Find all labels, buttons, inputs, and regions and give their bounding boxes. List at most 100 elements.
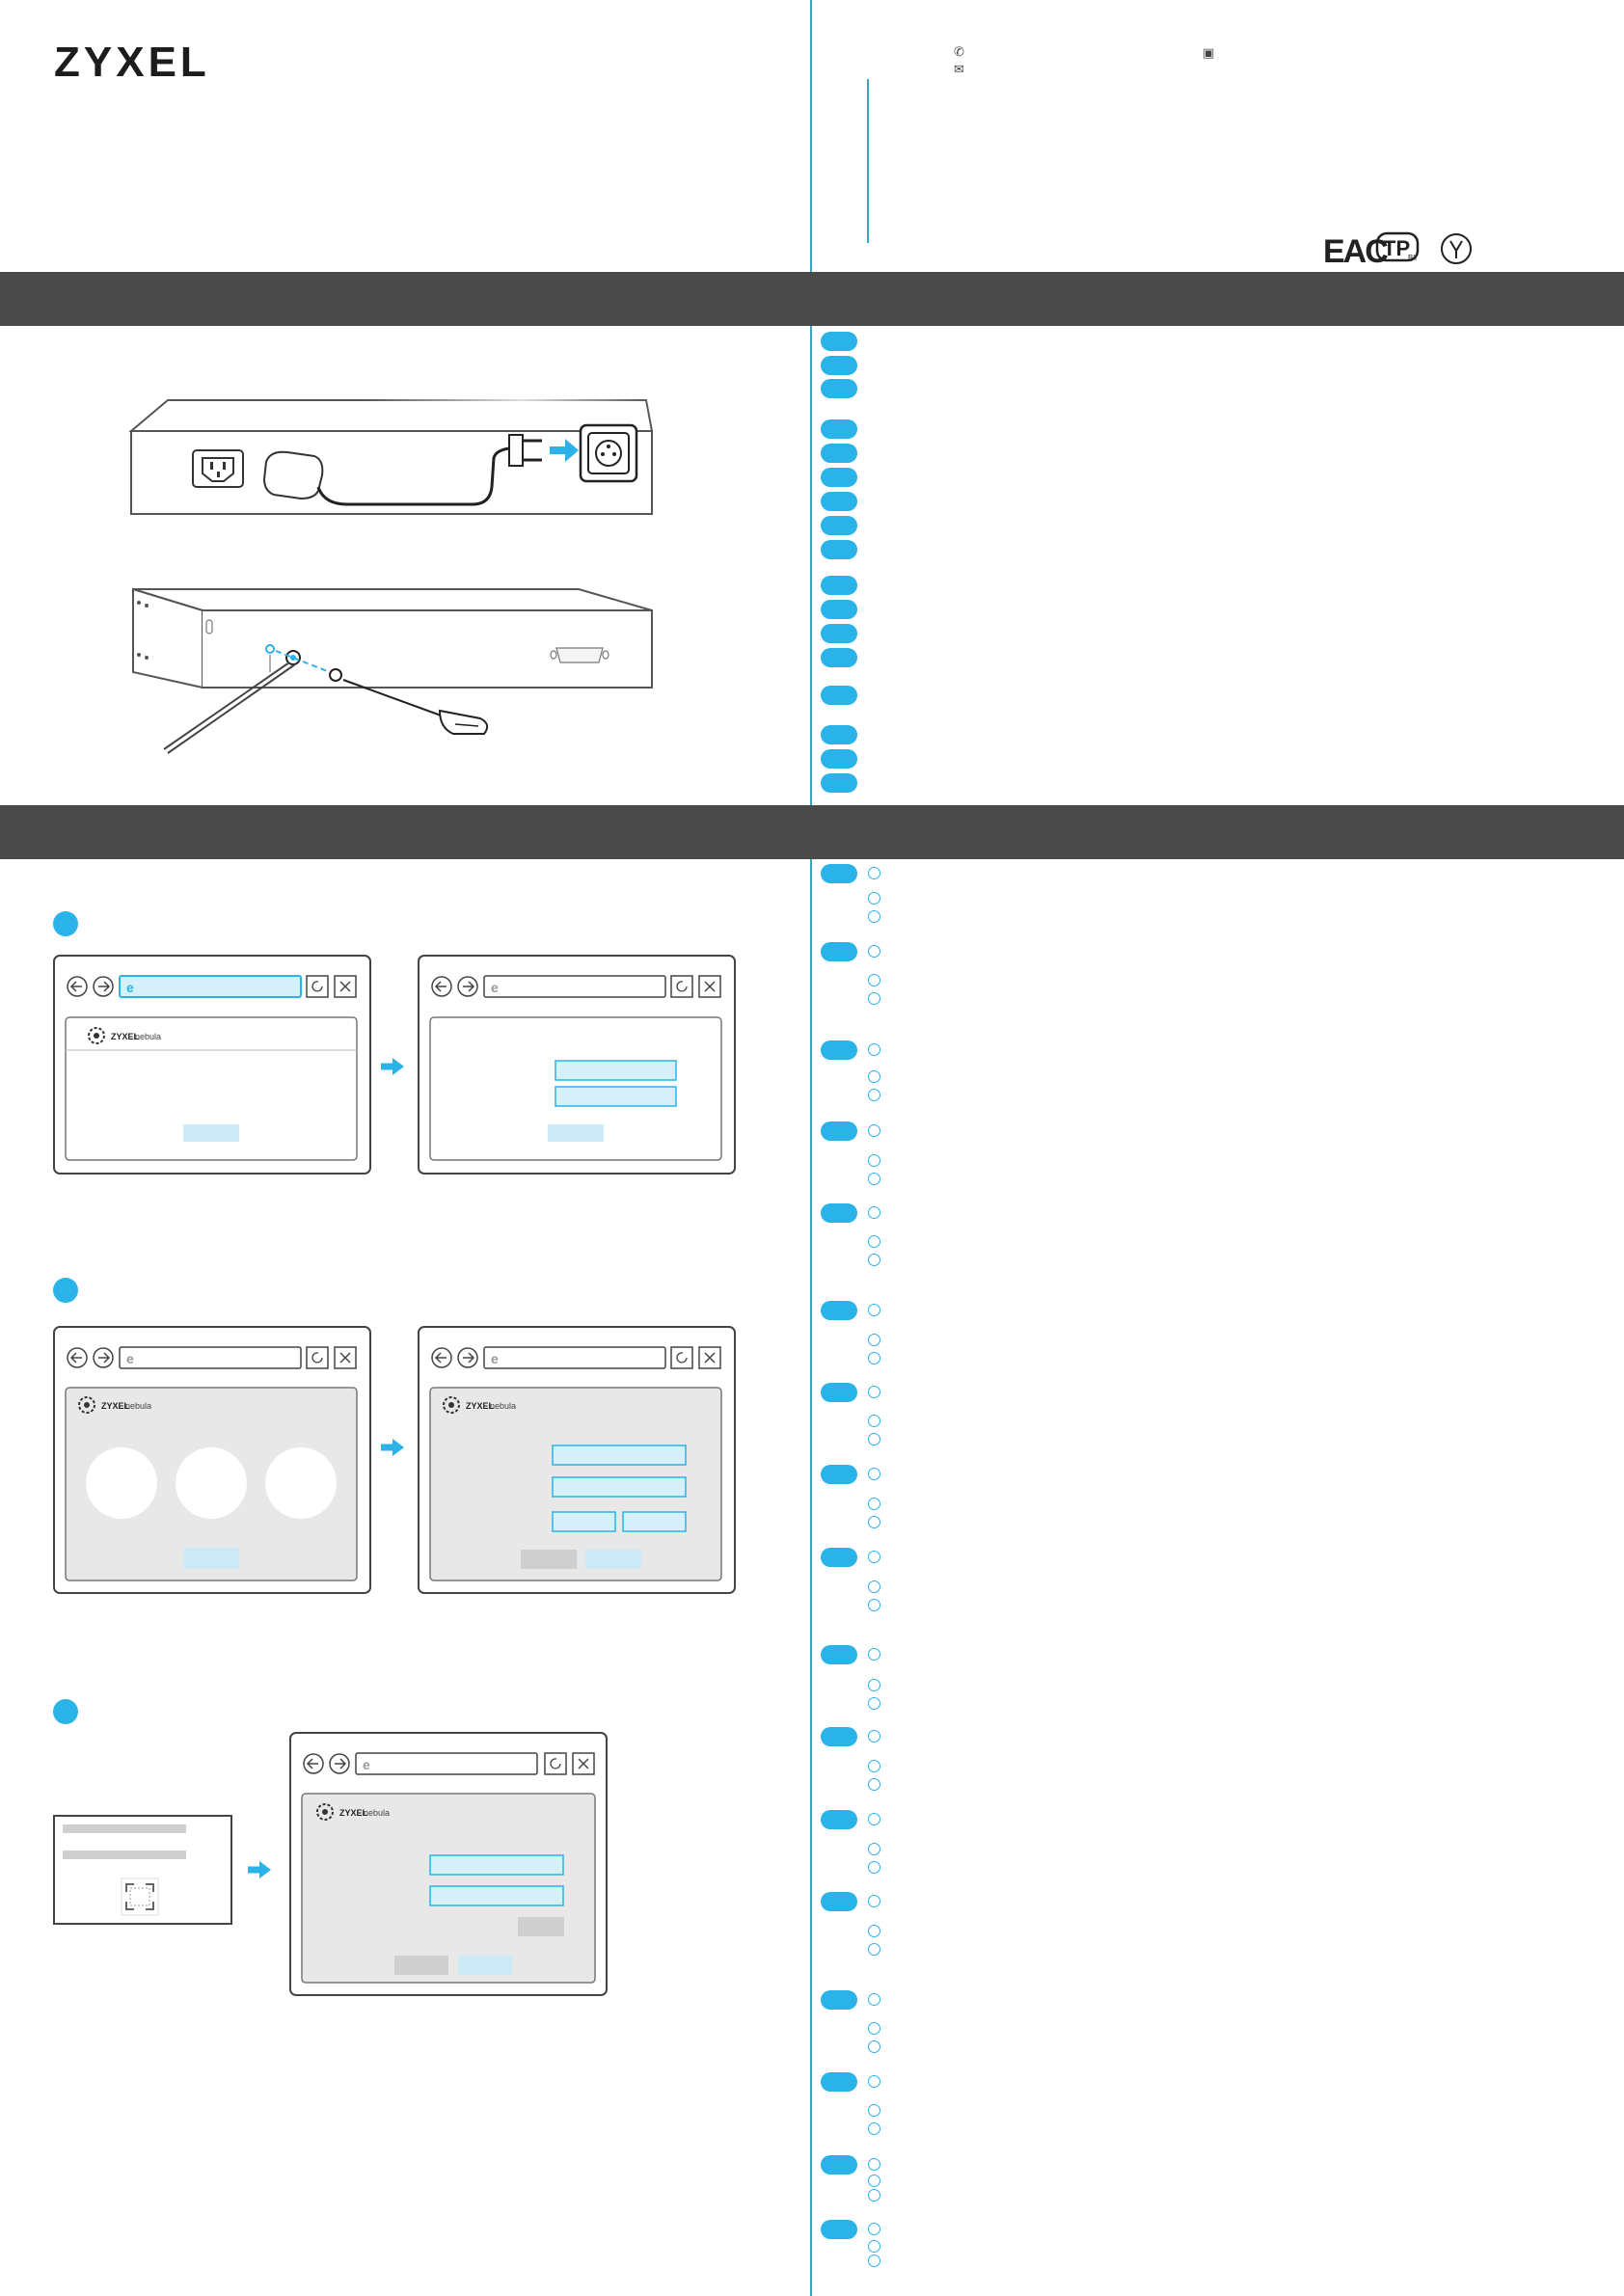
step-1-browser-right: e bbox=[418, 955, 736, 1175]
option-ring bbox=[868, 2158, 880, 2171]
option-ring bbox=[868, 2255, 880, 2267]
language-pill bbox=[821, 1121, 857, 1141]
step-2-browser-right: e ZYXEL nebula bbox=[418, 1326, 736, 1594]
option-ring bbox=[868, 2223, 880, 2235]
language-pill bbox=[821, 379, 857, 398]
language-pill bbox=[821, 773, 857, 793]
option-ring bbox=[868, 1334, 880, 1346]
step-1-marker bbox=[53, 911, 78, 936]
nebula-logo-brand: ZYXEL bbox=[466, 1401, 495, 1411]
svg-text:e: e bbox=[491, 1351, 499, 1366]
language-pill bbox=[821, 540, 857, 559]
option-ring bbox=[868, 1580, 880, 1593]
option-ring bbox=[868, 1124, 880, 1137]
option-ring bbox=[868, 2040, 880, 2053]
power-connection-illustration bbox=[128, 399, 654, 515]
language-pill bbox=[821, 1810, 857, 1829]
tp-by-mark: BY bbox=[1408, 254, 1419, 262]
option-ring bbox=[868, 992, 880, 1005]
option-ring bbox=[868, 1235, 880, 1248]
option-ring bbox=[868, 1415, 880, 1427]
svg-text:e: e bbox=[126, 1351, 134, 1366]
option-ring bbox=[868, 1599, 880, 1611]
option-ring bbox=[868, 1254, 880, 1266]
section-banner-2 bbox=[0, 805, 1624, 859]
option-ring bbox=[868, 1778, 880, 1791]
nebula-logo-product: nebula bbox=[125, 1401, 151, 1411]
nebula-logo-product: nebula bbox=[135, 1032, 161, 1041]
language-pill bbox=[821, 1990, 857, 2010]
option-ring bbox=[868, 2240, 880, 2253]
language-pill bbox=[821, 419, 857, 439]
language-pill bbox=[821, 624, 857, 643]
language-pill bbox=[821, 1465, 857, 1484]
option-ring bbox=[868, 1861, 880, 1874]
language-pill bbox=[821, 600, 857, 619]
option-ring bbox=[868, 1813, 880, 1825]
nebula-logo-product: nebula bbox=[364, 1808, 390, 1818]
language-pill bbox=[821, 942, 857, 961]
option-ring bbox=[868, 892, 880, 905]
step-1-browser-left: e ZYXEL nebula bbox=[53, 955, 371, 1175]
arrow-icon bbox=[381, 1439, 404, 1456]
option-ring bbox=[868, 2075, 880, 2088]
option-ring bbox=[868, 1943, 880, 1956]
language-pill bbox=[821, 686, 857, 705]
option-ring bbox=[868, 1760, 880, 1772]
option-ring bbox=[868, 2104, 880, 2117]
language-pill bbox=[821, 444, 857, 463]
zyxel-logo: ZYXEL bbox=[54, 39, 210, 86]
language-pill bbox=[821, 1892, 857, 1911]
option-ring bbox=[868, 1679, 880, 1691]
arrow-icon bbox=[248, 1861, 271, 1878]
option-ring bbox=[868, 867, 880, 879]
mail-icon: ✉ bbox=[954, 62, 964, 76]
option-ring bbox=[868, 1697, 880, 1710]
option-ring bbox=[868, 1498, 880, 1510]
option-ring bbox=[868, 1730, 880, 1742]
option-ring bbox=[868, 1551, 880, 1563]
step-3-label-card bbox=[53, 1815, 232, 1925]
option-ring bbox=[868, 2022, 880, 2035]
language-pill bbox=[821, 2155, 857, 2174]
header-divider bbox=[867, 79, 869, 243]
section-banner-1 bbox=[0, 272, 1624, 326]
option-ring bbox=[868, 910, 880, 923]
language-pill bbox=[821, 2220, 857, 2239]
language-pill bbox=[821, 1548, 857, 1567]
option-ring bbox=[868, 1352, 880, 1364]
option-ring bbox=[868, 1843, 880, 1855]
tp-mark: TP bbox=[1383, 236, 1410, 260]
language-pill bbox=[821, 1040, 857, 1060]
step-3-marker bbox=[53, 1699, 78, 1724]
option-ring bbox=[868, 2189, 880, 2201]
option-ring bbox=[868, 945, 880, 958]
option-ring bbox=[868, 1895, 880, 1907]
language-pill bbox=[821, 725, 857, 744]
option-ring bbox=[868, 2122, 880, 2135]
language-pill bbox=[821, 648, 857, 667]
option-ring bbox=[868, 2174, 880, 2187]
option-ring bbox=[868, 1468, 880, 1480]
option-ring bbox=[868, 1070, 880, 1083]
option-ring bbox=[868, 1173, 880, 1185]
language-pill bbox=[821, 492, 857, 511]
step-2-browser-left: e ZYXEL nebula bbox=[53, 1326, 371, 1594]
print-icon: ▣ bbox=[1203, 45, 1215, 60]
nebula-logo-brand: ZYXEL bbox=[339, 1808, 368, 1818]
option-ring bbox=[868, 974, 880, 986]
language-pill bbox=[821, 1301, 857, 1320]
option-ring bbox=[868, 1154, 880, 1167]
language-pill bbox=[821, 1727, 857, 1746]
language-pill bbox=[821, 2072, 857, 2092]
option-ring bbox=[868, 1089, 880, 1101]
language-pill bbox=[821, 1203, 857, 1223]
option-ring bbox=[868, 1386, 880, 1398]
nebula-logo-product: nebula bbox=[490, 1401, 516, 1411]
option-ring bbox=[868, 1925, 880, 1937]
svg-text:e: e bbox=[491, 980, 499, 995]
phone-icon: ✆ bbox=[954, 44, 964, 59]
option-ring bbox=[868, 1516, 880, 1528]
step-3-browser: e ZYXEL nebula bbox=[289, 1732, 608, 1996]
grounding-illustration bbox=[132, 587, 653, 754]
